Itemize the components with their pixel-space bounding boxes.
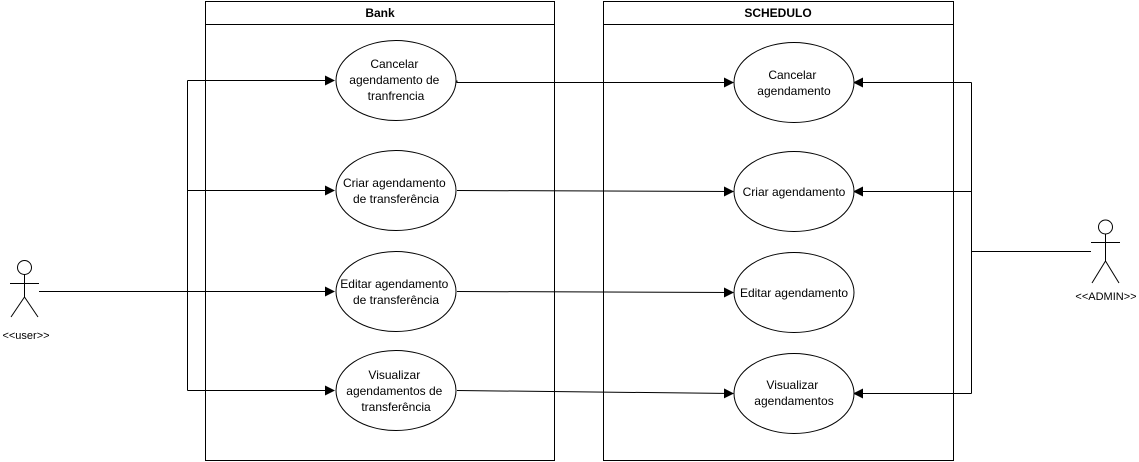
actor-user-head: [17, 260, 32, 275]
actor-user-right-leg: [24, 296, 39, 318]
edit-link-arrow: [456, 287, 734, 298]
bank-system-title: Bank: [365, 6, 395, 20]
schedulo-use-case-create[interactable]: Criar agendamento: [733, 151, 855, 232]
bank-use-case-create[interactable]: Criar agendamento de transferência: [335, 150, 457, 231]
uc-line: tranfrencia: [368, 89, 425, 103]
actor-admin-head: [1098, 219, 1113, 235]
actor-admin-right-leg: [1105, 260, 1120, 284]
bank-use-case-edit[interactable]: Editar agendamento de transferência: [335, 251, 457, 332]
admin-connectors: [853, 77, 1091, 399]
actor-admin: [1091, 219, 1120, 284]
actor-admin-left-leg: [1091, 260, 1106, 284]
uc-line: Cancelar: [768, 68, 816, 82]
svg-text:Visualizar agendamentos: Visualizar agendamentos de transferência: [346, 368, 445, 414]
user-connectors: [39, 75, 335, 396]
schedulo-system-title: SCHEDULO: [744, 6, 811, 20]
bank-to-schedulo-connectors: [456, 77, 734, 399]
bank-use-case-view[interactable]: Visualizar agendamentos de transferência: [335, 350, 457, 431]
svg-text:Visualizar agendamentos: Visualizar agendamentos: [754, 378, 833, 408]
cancel-link-arrow: [456, 77, 734, 88]
uc-line: agendamento de: [349, 73, 439, 87]
bank-use-case-cancel[interactable]: Cancelar agendamento de tranfrencia: [335, 40, 457, 121]
uc-line: Visualizar: [766, 378, 818, 392]
create-link-arrow: [456, 186, 734, 197]
uc-line: de transferência: [353, 192, 439, 206]
actor-user-left-leg: [10, 296, 25, 318]
svg-text:Editar agendamento de tr: Editar agendamento de transferência: [340, 277, 451, 307]
uc-line: Cancelar: [370, 57, 418, 71]
schedulo-use-case-edit[interactable]: Editar agendamento: [733, 252, 855, 333]
uc-line: Editar agendamento: [740, 286, 848, 300]
uc-line: Editar agendamento: [340, 277, 448, 291]
uc-line: Criar agendamento: [743, 185, 846, 199]
svg-text:Editar agendamento: Editar agendamento: [740, 286, 848, 300]
svg-text:Criar agendamento de tra: Criar agendamento de transferência: [343, 176, 449, 206]
view-link-arrow: [456, 388, 734, 399]
uc-line: Criar agendamento: [343, 176, 446, 190]
uc-line: agendamentos de: [346, 384, 442, 398]
uc-line: agendamentos: [754, 394, 833, 408]
actor-user-label: <<user>>: [2, 330, 49, 342]
svg-text:Criar agendamento: Criar agendamento: [743, 185, 846, 199]
uc-line: agendamento: [757, 84, 831, 98]
actor-admin-label: <<ADMIN>>: [1075, 291, 1136, 303]
schedulo-use-case-cancel[interactable]: Cancelar agendamento: [733, 42, 855, 123]
uc-line: transferência: [361, 400, 431, 414]
svg-text:Cancelar agendamento: Cancelar agendamento: [757, 68, 831, 98]
uc-line: de transferência: [353, 293, 439, 307]
svg-text:Cancelar agendamento de: Cancelar agendamento de tranfrencia: [349, 57, 442, 103]
uc-line: Visualizar: [368, 368, 420, 382]
actor-user: [10, 260, 39, 318]
schedulo-use-case-view[interactable]: Visualizar agendamentos: [733, 353, 855, 434]
